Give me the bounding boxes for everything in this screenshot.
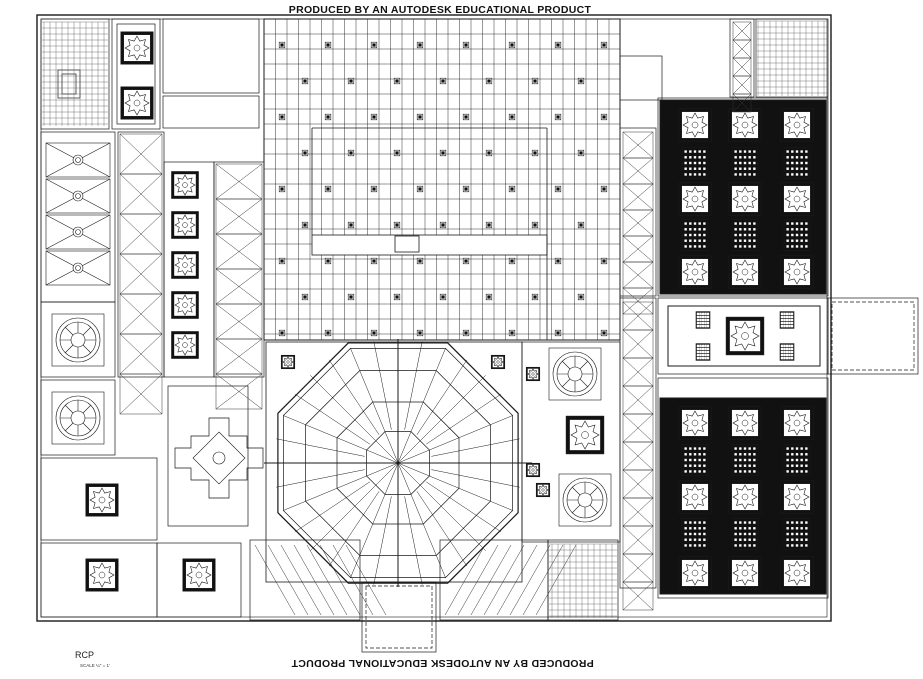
octagonal-dome <box>264 339 532 587</box>
top-left-room <box>40 18 110 130</box>
top-left-panel <box>111 18 161 130</box>
right-projection <box>827 297 919 375</box>
main-hall-ceiling-grid <box>263 18 621 341</box>
watermark-bottom: PRODUCED BY AN AUTODESK EDUCATIONAL PROD… <box>291 657 594 669</box>
drawing-label: RCP <box>75 650 95 660</box>
right-decorative-panels-upper <box>659 99 827 367</box>
plan-outline <box>36 14 832 622</box>
watermark-top: PRODUCED BY AN AUTODESK EDUCATIONAL PROD… <box>288 4 592 16</box>
right-decorative-panels-lower <box>659 397 827 595</box>
scale-note: SCALE ¼" = 1' <box>80 663 110 668</box>
